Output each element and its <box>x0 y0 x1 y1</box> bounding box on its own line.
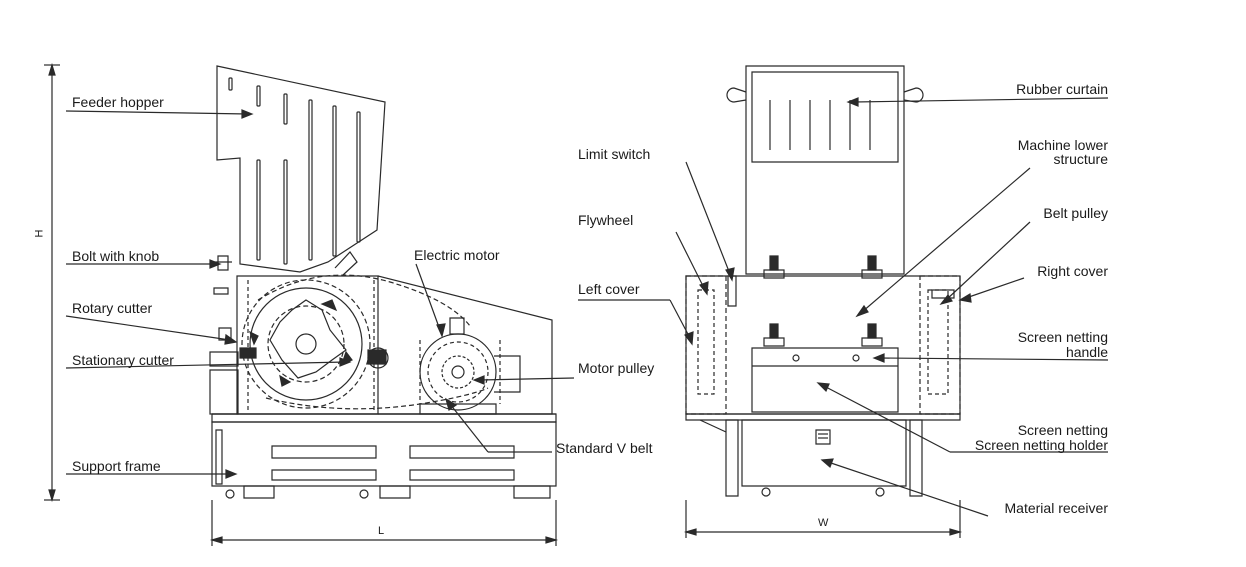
dimension-w-label: W <box>818 517 829 529</box>
label-screen-netting-handle-line1: Screen netting <box>1017 329 1108 345</box>
label-machine-lower-structure-line2: structure <box>1053 151 1108 167</box>
label-belt-pulley: Belt pulley <box>1043 205 1108 221</box>
label-rubber-curtain: Rubber curtain <box>1016 81 1108 97</box>
side-leaders <box>66 110 574 478</box>
label-left-cover: Left cover <box>578 281 640 297</box>
label-rotary-cutter: Rotary cutter <box>72 300 153 316</box>
label-electric-motor: Electric motor <box>414 247 500 263</box>
dimension-h-label: H <box>33 229 46 238</box>
label-limit-switch: Limit switch <box>578 146 651 162</box>
label-support-frame: Support frame <box>72 458 161 474</box>
label-right-cover: Right cover <box>1037 263 1108 279</box>
front-leaders <box>578 98 1108 516</box>
label-bolt-with-knob: Bolt with knob <box>72 248 160 264</box>
label-screen-netting-handle-line2: handle <box>1065 344 1108 360</box>
front-hopper <box>727 66 923 274</box>
label-screen-netting: Screen netting <box>1017 422 1108 438</box>
front-body <box>686 256 960 414</box>
front-lower <box>686 414 960 496</box>
electric-motor <box>420 318 520 414</box>
label-material-receiver: Material receiver <box>1004 500 1108 516</box>
stationary-cutter <box>240 348 388 368</box>
dimension-l-label: L <box>378 525 385 537</box>
feeder-hopper <box>217 66 385 275</box>
label-machine-lower-structure-line1: Machine lower <box>1017 137 1108 153</box>
label-screen-netting-holder: Screen netting holder <box>974 437 1108 453</box>
label-motor-pulley: Motor pulley <box>578 360 655 376</box>
support-frame <box>212 422 556 498</box>
label-feeder-hopper: Feeder hopper <box>72 94 164 110</box>
rotary-cutter <box>250 288 362 400</box>
label-standard-v-belt: Standard V belt <box>556 440 653 456</box>
front-view <box>578 66 1108 538</box>
crusher-body <box>210 256 556 422</box>
v-belt <box>242 275 488 409</box>
label-flywheel: Flywheel <box>578 212 634 228</box>
side-view <box>44 65 574 546</box>
label-stationary-cutter: Stationary cutter <box>72 352 174 368</box>
